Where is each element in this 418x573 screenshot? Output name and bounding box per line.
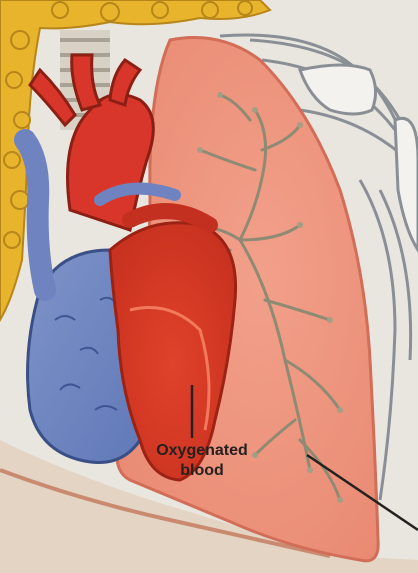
oxygenated-blood-label: Oxygenated blood: [140, 441, 264, 481]
label-line-2: blood: [140, 461, 264, 481]
label-line-1: Oxygenated: [140, 441, 264, 461]
